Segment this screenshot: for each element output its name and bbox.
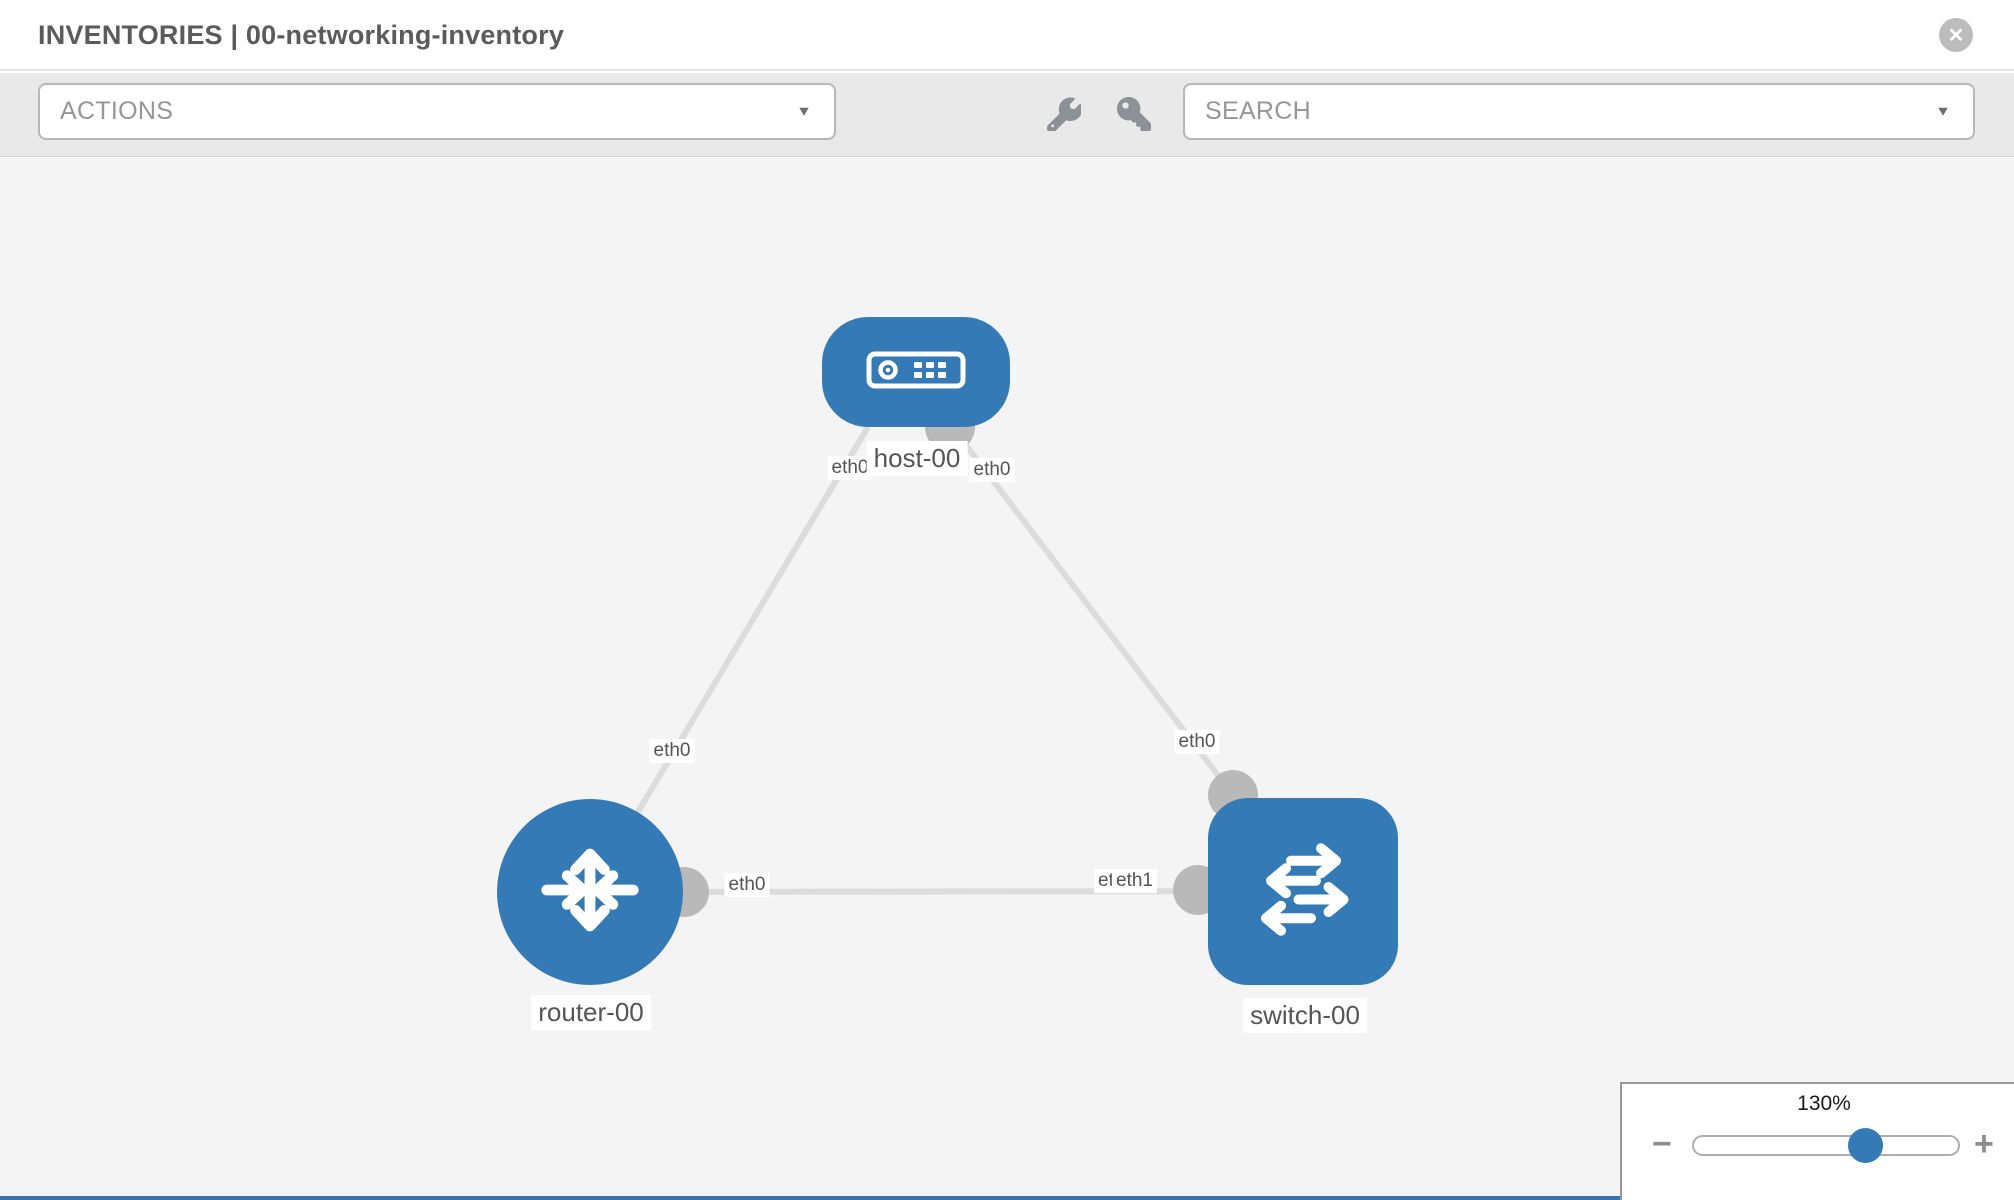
node-label-host: host-00 (866, 441, 968, 476)
zoom-level-value: 130% (1797, 1092, 1851, 1115)
actions-dropdown-label: ACTIONS (60, 97, 174, 125)
zoom-in-button[interactable]: + (1974, 1125, 1994, 1163)
port-label-router-eth0: eth0 (724, 873, 770, 897)
zoom-slider-knob[interactable] (1848, 1128, 1883, 1163)
topology-canvas[interactable]: host-00 router-00 switch-00 eth0 eth0 et… (0, 158, 2014, 1200)
router-icon (530, 830, 650, 955)
close-icon: ✕ (1947, 24, 1965, 47)
port-label-switch-eth1: eth1 (1112, 869, 1157, 893)
zoom-out-button[interactable]: − (1652, 1125, 1672, 1163)
search-dropdown-label: SEARCH (1205, 97, 1311, 125)
topology-links-layer (587, 402, 1304, 917)
close-button[interactable]: ✕ (1939, 18, 1973, 52)
key-button[interactable] (1114, 96, 1154, 136)
switch-icon (1241, 827, 1366, 957)
wrench-button[interactable] (1044, 96, 1084, 136)
header-bar: INVENTORIES | 00-networking-inventory ✕ (0, 0, 2014, 71)
footer-strip (0, 1196, 2014, 1200)
port-label-host-eth0-left: eth0 (827, 456, 873, 480)
zoom-slider-track[interactable] (1692, 1135, 1960, 1156)
port-label-router-eth0-uplink: eth0 (649, 739, 695, 763)
page-title: INVENTORIES | 00-networking-inventory (38, 20, 565, 50)
node-router-00[interactable] (497, 799, 683, 985)
port-label-switch-eth0: eth0 (1174, 730, 1220, 754)
key-icon (1117, 96, 1151, 136)
port-label-host-eth0-right: eth0 (969, 458, 1015, 482)
node-switch-00[interactable] (1208, 798, 1398, 985)
wrench-icon (1047, 96, 1083, 136)
search-dropdown[interactable]: SEARCH ▼ (1183, 83, 1975, 140)
actions-dropdown[interactable]: ACTIONS ▼ (38, 83, 836, 140)
toolbar: ACTIONS ▼ SEARCH ▼ (0, 73, 2014, 157)
node-label-switch: switch-00 (1243, 998, 1367, 1033)
chevron-down-icon: ▼ (796, 103, 812, 119)
chevron-down-icon: ▼ (1935, 103, 1951, 119)
host-icon (866, 351, 966, 394)
zoom-control-panel: 130% − + (1620, 1082, 2014, 1200)
node-host-00[interactable] (822, 317, 1010, 427)
node-label-router: router-00 (531, 995, 651, 1030)
